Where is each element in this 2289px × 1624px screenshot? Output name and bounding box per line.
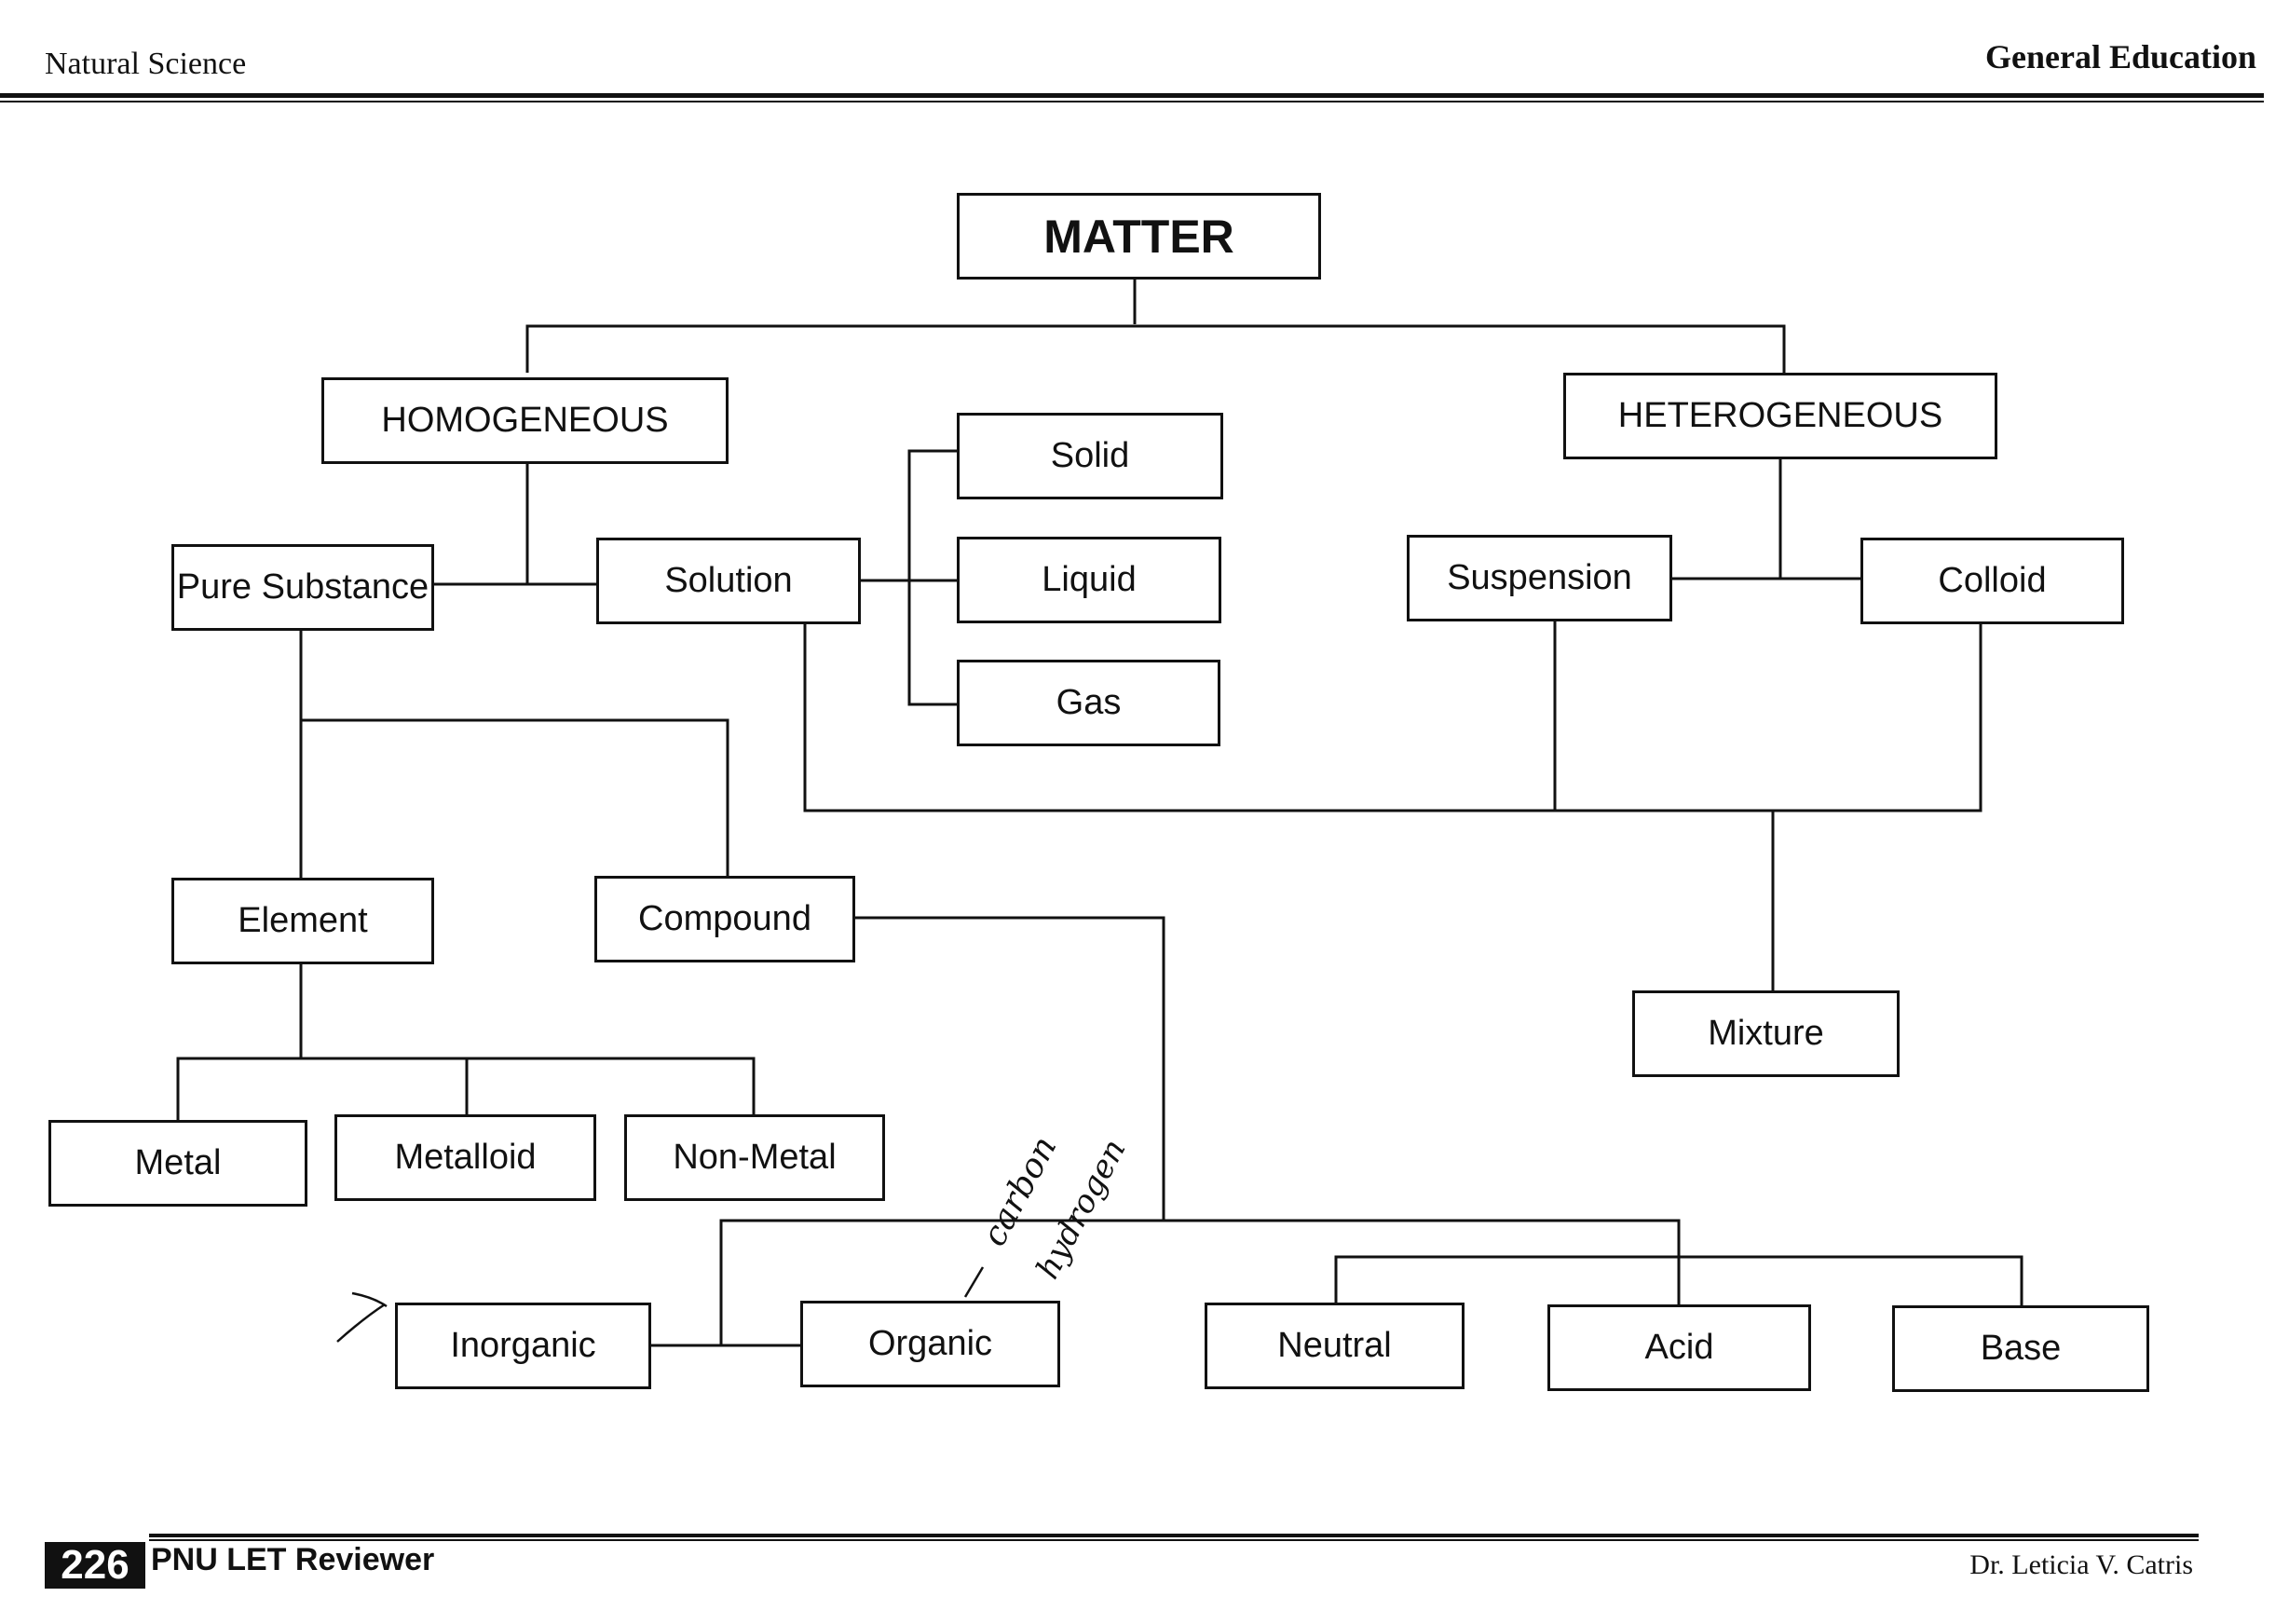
header-section: General Education <box>1984 38 2256 75</box>
node-metalloid: Metalloid <box>334 1114 596 1201</box>
node-matter: MATTER <box>957 193 1321 280</box>
dash-mark <box>963 1266 985 1298</box>
node-solid: Solid <box>957 413 1223 499</box>
node-acid: Acid <box>1547 1304 1811 1391</box>
header-subject: Natural Science <box>45 47 247 81</box>
node-non-metal: Non-Metal <box>624 1114 885 1201</box>
header-rule <box>0 93 2264 98</box>
node-mixture: Mixture <box>1632 990 1900 1077</box>
connector <box>855 916 1165 1221</box>
handwritten-marks <box>336 1266 985 1343</box>
node-pure-substance: Pure Substance <box>171 544 434 631</box>
node-gas: Gas <box>957 660 1220 746</box>
footer-title: PNU LET Reviewer <box>151 1542 435 1577</box>
node-inorganic: Inorganic <box>395 1303 651 1389</box>
footer-rule <box>149 1534 2199 1537</box>
arrow-mark <box>336 1291 388 1343</box>
node-neutral: Neutral <box>1205 1303 1465 1389</box>
footer-author: Dr. Leticia V. Catris <box>1969 1549 2193 1580</box>
connector <box>301 718 729 876</box>
connector <box>907 449 957 706</box>
node-element: Element <box>171 878 434 964</box>
connector <box>803 624 1982 812</box>
footer-rule-thin <box>149 1539 2199 1541</box>
header-rule-thin <box>0 101 2264 102</box>
connector <box>1334 1255 2023 1305</box>
node-solution: Solution <box>596 538 861 624</box>
node-base: Base <box>1892 1305 2149 1392</box>
node-colloid: Colloid <box>1860 538 2124 624</box>
node-heterogeneous: HETEROGENEOUS <box>1563 373 1997 459</box>
page-number: 226 <box>45 1542 145 1589</box>
connector <box>525 324 1786 373</box>
node-organic: Organic <box>800 1301 1060 1387</box>
node-metal: Metal <box>48 1120 307 1207</box>
node-suspension: Suspension <box>1407 535 1672 621</box>
node-homogeneous: HOMOGENEOUS <box>321 377 729 464</box>
connector <box>719 1219 1681 1345</box>
node-compound: Compound <box>594 876 855 962</box>
node-liquid: Liquid <box>957 537 1221 623</box>
